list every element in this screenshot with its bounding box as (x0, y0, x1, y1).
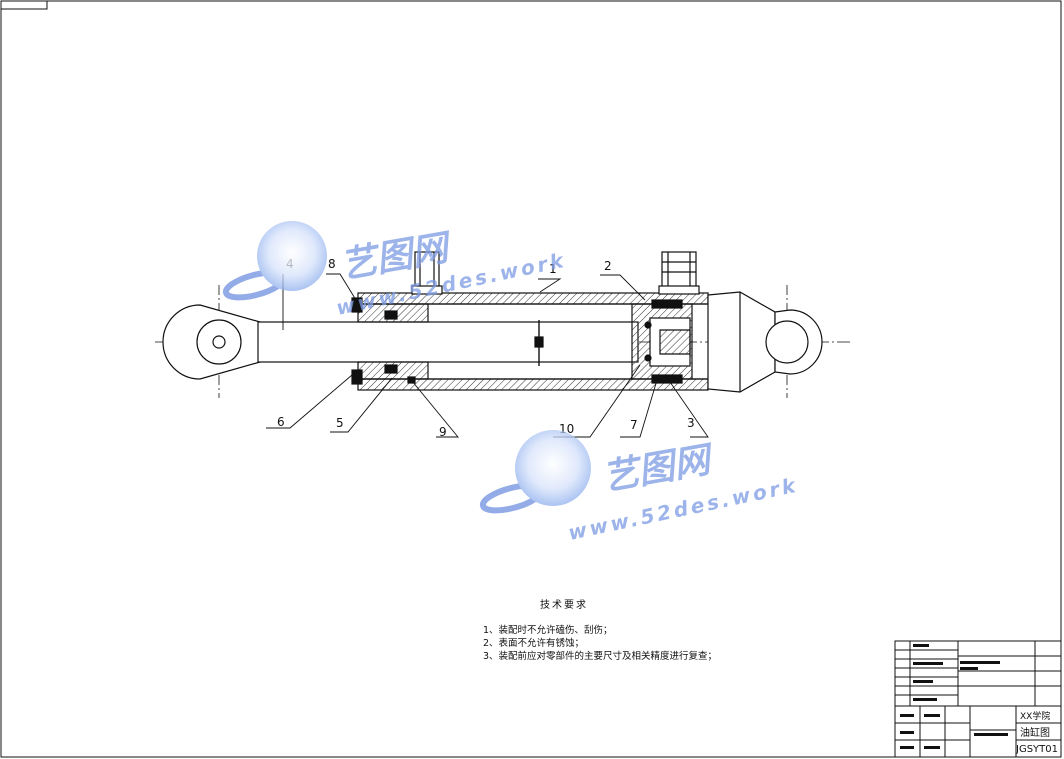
technical-requirements-title: 技术要求 (540, 600, 588, 611)
watermark-brand-bottom: 艺图网 (599, 439, 717, 499)
callout-8: 8 (328, 257, 336, 271)
callout-1: 1 (549, 262, 557, 276)
watermark-top: 艺图网 www.52des.work (222, 221, 568, 320)
callout-6: 6 (277, 415, 285, 429)
callout-7: 7 (630, 418, 638, 432)
callout-5: 5 (336, 416, 344, 430)
piston (631, 299, 693, 384)
callout-9: 9 (439, 425, 447, 439)
callout-3: 3 (687, 416, 695, 430)
callout-2: 2 (604, 259, 612, 273)
rod-eye (162, 304, 261, 380)
title-block (894, 640, 1062, 758)
oil-port-right (658, 251, 700, 295)
requirement-item: 1、装配时不允许磕伤、刮伤； (483, 625, 613, 636)
title-block-drawing-number: JGSYT01 (1015, 744, 1058, 755)
title-block-school: XX学院 (1020, 710, 1050, 722)
requirement-item: 2、表面不允许有锈蚀； (483, 638, 585, 649)
oil-port-left (411, 251, 443, 295)
gland (351, 297, 429, 385)
requirement-item: 3、装配前应对零部件的主要尺寸及相关精度进行复查； (483, 651, 718, 662)
title-block-drawing-name: 油缸图 (1020, 726, 1050, 739)
corner-mark (0, 0, 48, 10)
title-block-marks (900, 644, 1008, 749)
watermark-bottom: 艺图网 www.52des.work (479, 430, 800, 545)
rear-cap (707, 291, 823, 393)
piston-rod (257, 320, 639, 366)
